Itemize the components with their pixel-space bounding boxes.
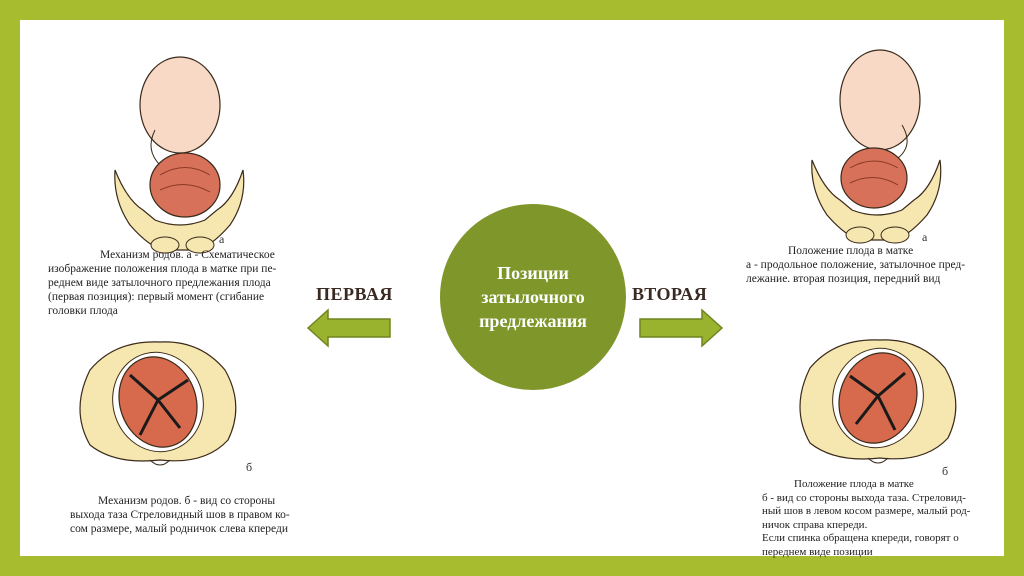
caption-line: а - продольное положение, затылочное пре…: [746, 259, 966, 271]
pelvic-outlet-illustration-left: [79, 341, 237, 466]
fetus-pelvis-illustration-right: [811, 49, 942, 244]
caption-line: б - вид со стороны выхода таза. Стрелови…: [762, 491, 966, 504]
label-first: ПЕРВАЯ: [316, 284, 393, 304]
fetus-pelvis-illustration-left: [114, 56, 245, 254]
caption-line: ничок справа кпереди.: [762, 518, 868, 531]
caption-left-bottom: Механизм родов. б - вид со стороны выход…: [70, 494, 300, 536]
caption-line: Положение плода в матке: [794, 478, 914, 490]
caption-right-bottom: Положение плода в матке б - вид со сторо…: [762, 478, 1002, 559]
caption-line: лежание. вторая позиция, передний вид: [746, 273, 941, 285]
caption-line: изображение положения плода в матке при …: [48, 263, 277, 275]
center-line: Позиции: [497, 263, 569, 283]
figure-letter: а: [219, 232, 225, 246]
arrow-left-icon: [306, 308, 391, 348]
caption-line: выхода таза Стреловидный шов в правом ко…: [70, 509, 290, 521]
arrow-right-icon: [639, 308, 724, 348]
center-line: затылочного: [481, 287, 585, 307]
center-line: предлежания: [479, 311, 587, 331]
caption-line: Если спинка обращена кпереди, говорят о: [762, 532, 959, 544]
center-topic-circle: Позиции затылочного предлежания: [440, 204, 626, 390]
slide: а Механизм родов. а - Схематическое изоб…: [20, 20, 1004, 559]
caption-line: Положение плода в матке: [788, 245, 914, 257]
figure-letter: а: [922, 230, 928, 244]
caption-line: Механизм родов. а - Схематическое: [100, 249, 275, 261]
caption-line: переднем виде позиции: [762, 545, 873, 558]
caption-line: головки плода: [48, 305, 118, 317]
caption-right-top: Положение плода в матке а - продольное п…: [746, 244, 1001, 286]
caption-line: ный шов в левом косом размере, малый род…: [762, 505, 971, 517]
figure-letter: б: [246, 460, 253, 474]
figure-letter: б: [942, 464, 949, 478]
caption-line: Механизм родов. б - вид со стороны: [98, 495, 276, 507]
caption-left-top: Механизм родов. а - Схематическое изобра…: [48, 248, 323, 318]
caption-line: сом размере, малый родничок слева кперед…: [70, 523, 288, 535]
caption-line: (первая позиция): первый момент (сгибани…: [48, 291, 265, 303]
caption-line: реднем виде затылочного предлежания плод…: [48, 277, 271, 289]
label-second: ВТОРАЯ: [632, 284, 708, 304]
pelvic-outlet-illustration-right: [799, 339, 957, 464]
